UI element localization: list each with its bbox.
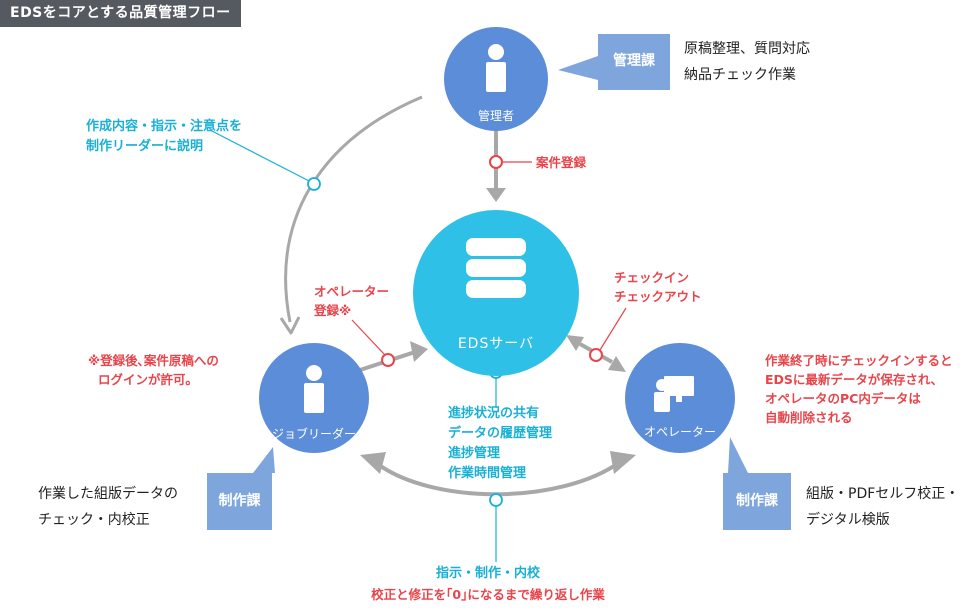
manager-label: 管理者 [477,109,514,123]
dept-seisaku-right-badge [723,473,791,530]
dept-kanri-badge [598,34,670,90]
dept-seisaku-left-label: 制作課 [218,493,261,509]
pc-operator-icon [654,376,694,412]
case-register-dot [489,155,503,169]
server-operator-arrowhead-b [608,356,626,372]
work-end-note: 作業終了時にチェックインすると EDSに最新データが保存され、 オペレータのPC… [765,353,953,425]
operator-label: オペレーター [643,425,716,439]
dept-seisaku-right-desc: 組版・PDFセルフ校正・ デジタル検版 [806,486,960,528]
dept-seisaku-left-desc: 作業した組版データの チェック・内校正 [38,486,178,528]
dept-kanri-desc: 原稿整理、質問対応 納品チェック作業 [684,41,810,83]
server-functions-list: 進捗状況の共有 データの履歴管理 進捗管理 作業時間管理 [448,406,553,481]
login-note: ※登録後､案件原稿への ログインが許可｡ [88,353,219,387]
leader-note-dot [307,177,321,191]
bottom-arc-arrowhead-left [360,452,386,474]
dept-seisaku-right-label: 制作課 [736,493,778,509]
checkin-dot [589,348,603,362]
bottom-arc-arrowhead-right [610,451,636,474]
dept-kanri-label: 管理課 [613,53,655,69]
manager-to-server-arrowhead [486,188,506,202]
case-register-note: 案件登録 [536,155,587,170]
dept-seisaku-left-badge [207,473,272,530]
database-icon [466,238,526,298]
manager-to-leader-note: 作成内容・指示・注意点を 制作リーダーに説明 [86,119,243,154]
cycle-main-label: 指示・制作・内校 [435,566,540,581]
person-icon-manager [486,44,506,92]
job-leader-label: ジョブリーダー [271,427,356,441]
operator-register-dot [381,353,395,367]
page-title: EDSをコアとする品質管理フロー [0,0,241,27]
operator-register-note: オペレーター 登録※ [314,284,390,318]
server-label: EDSサーバ [457,336,535,352]
server-operator-arrowhead-a [566,335,584,351]
cycle-dot [489,493,503,507]
cycle-sub-label: 校正と修正を｢0｣になるまで繰り返し作業 [371,587,605,602]
checkin-note: チェックイン チェックアウト [614,270,702,304]
person-icon-leader [304,365,324,413]
leader-note-pointer [209,129,314,184]
manager-to-leader-arrowhead [279,316,301,335]
leader-to-server-arrowhead [410,341,428,362]
